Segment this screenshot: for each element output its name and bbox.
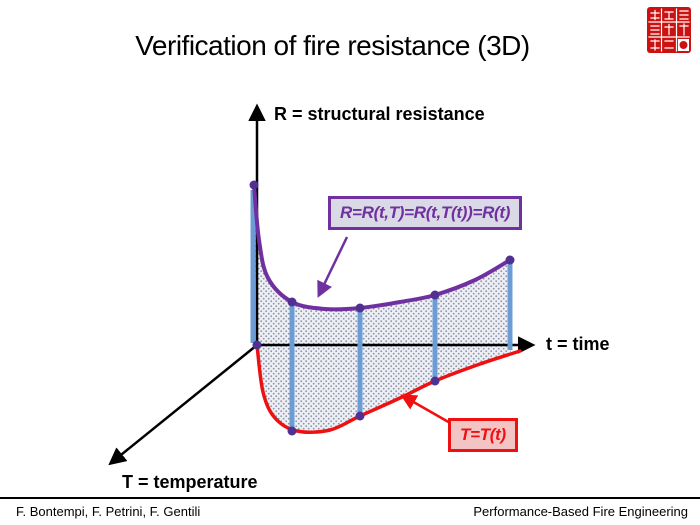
curve-point <box>287 297 297 307</box>
footer-subject: Performance-Based Fire Engineering <box>473 504 688 519</box>
resistance-formula-box: R=R(t,T)=R(t,T(t))=R(t) <box>328 196 523 230</box>
footer-divider <box>0 497 700 499</box>
temperature-formula-box: T=T(t) <box>448 418 518 452</box>
curve-point <box>355 411 365 421</box>
curve-point <box>505 255 515 265</box>
shaded-region-layer <box>254 185 511 433</box>
annotation-arrow <box>317 236 349 298</box>
seal-logo-icon <box>647 7 691 53</box>
r-axis-label: R = structural resistance <box>274 104 485 124</box>
temperature-axis <box>108 344 258 466</box>
annotation-arrow <box>400 394 453 426</box>
shaded-region <box>254 185 511 433</box>
temperature-axis-label: T = temperature <box>122 472 258 492</box>
curve-point <box>287 426 297 436</box>
curve-point <box>249 180 259 190</box>
footer-authors: F. Bontempi, F. Petrini, F. Gentili <box>16 504 201 519</box>
curve-point <box>430 290 440 300</box>
resistance-curve <box>252 183 512 312</box>
curves-layer <box>249 180 522 436</box>
curve-point <box>430 376 440 386</box>
curve-point <box>252 340 262 350</box>
page-title: Verification of fire resistance (3D) <box>135 30 530 61</box>
temperature-curve <box>255 343 522 434</box>
curve-point <box>355 303 365 313</box>
time-axis-label: t = time <box>546 334 610 354</box>
